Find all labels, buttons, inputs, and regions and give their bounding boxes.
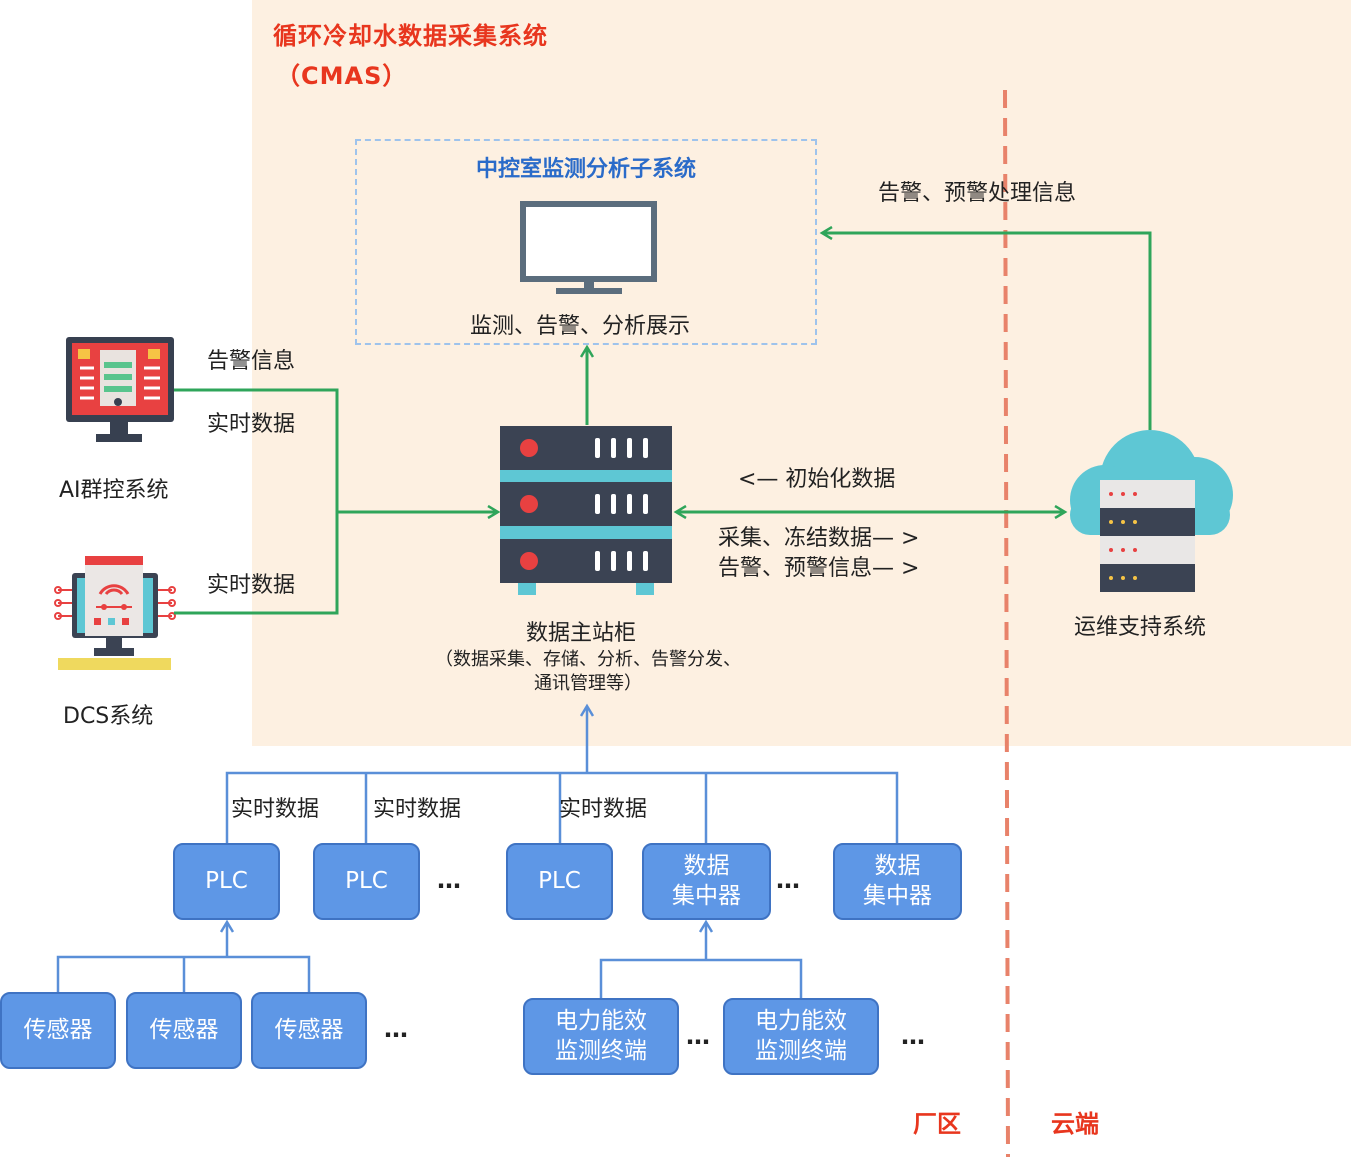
ellipsis: … <box>901 1022 926 1050</box>
ai-realtime-label: 实时数据 <box>207 412 296 437</box>
ai-system-name: AI群控系统 <box>59 478 169 503</box>
sensor-box: 传感器 <box>251 992 367 1069</box>
ai-dcs-connector <box>174 388 339 615</box>
power-meter-box: 电力能效 监测终端 <box>723 998 879 1075</box>
ai-alarm-label: 告警信息 <box>207 349 296 374</box>
system-title: 循环冷却水数据采集系统 <box>273 22 548 50</box>
cabinet-name: 数据主站柜 <box>526 621 637 646</box>
ellipsis: … <box>437 866 462 894</box>
meter-bus <box>599 958 803 998</box>
ellipsis: … <box>686 1022 711 1050</box>
subsystem-caption: 监测、告警、分析展示 <box>470 314 691 339</box>
collect-data-label: 采集、冻结数据— > <box>718 526 920 551</box>
cabinet-desc-2: 通讯管理等） <box>534 673 642 694</box>
dcs-system-name: DCS系统 <box>63 704 154 729</box>
concentrator-box: 数据 集中器 <box>642 843 771 920</box>
cabinet-desc-1: （数据采集、存储、分析、告警分发、 <box>435 649 741 670</box>
concentrator-box: 数据 集中器 <box>833 843 962 920</box>
power-meter-box: 电力能效 监测终端 <box>523 998 679 1075</box>
factory-zone-label: 厂区 <box>913 1110 961 1138</box>
control-room-subsystem <box>355 139 817 345</box>
ops-feedback-label: 告警、预警处理信息 <box>878 181 1077 206</box>
ellipsis: … <box>776 866 801 894</box>
monitor-icon <box>520 201 657 294</box>
alarm-info-label: 告警、预警信息— > <box>718 556 920 581</box>
cmas-zone <box>252 0 1351 746</box>
ai-system-icon <box>66 337 174 442</box>
plc-box: PLC <box>313 843 420 920</box>
sensor-box: 传感器 <box>0 992 116 1069</box>
ops-system-name: 运维支持系统 <box>1074 615 1207 640</box>
ellipsis: … <box>384 1015 409 1043</box>
cloud-server-icon <box>1070 430 1233 592</box>
system-abbr: （CMAS） <box>276 62 408 90</box>
sensor-box: 传感器 <box>126 992 242 1069</box>
zone-divider <box>1003 89 1010 1157</box>
field-bus <box>225 771 899 843</box>
cloud-zone-label: 云端 <box>1051 1110 1099 1138</box>
plc-box: PLC <box>506 843 613 920</box>
ops-feedback-arrow <box>822 233 1152 430</box>
dcs-system-icon <box>54 556 176 670</box>
plc1-realtime-label: 实时数据 <box>231 797 320 822</box>
subsystem-title: 中控室监测分析子系统 <box>475 157 696 182</box>
plc-box: PLC <box>173 843 280 920</box>
dcs-realtime-label: 实时数据 <box>207 573 296 598</box>
server-rack-icon <box>500 426 672 595</box>
plc2-realtime-label: 实时数据 <box>373 797 462 822</box>
init-data-label: <— 初始化数据 <box>738 467 896 492</box>
plc3-realtime-label: 实时数据 <box>559 797 648 822</box>
